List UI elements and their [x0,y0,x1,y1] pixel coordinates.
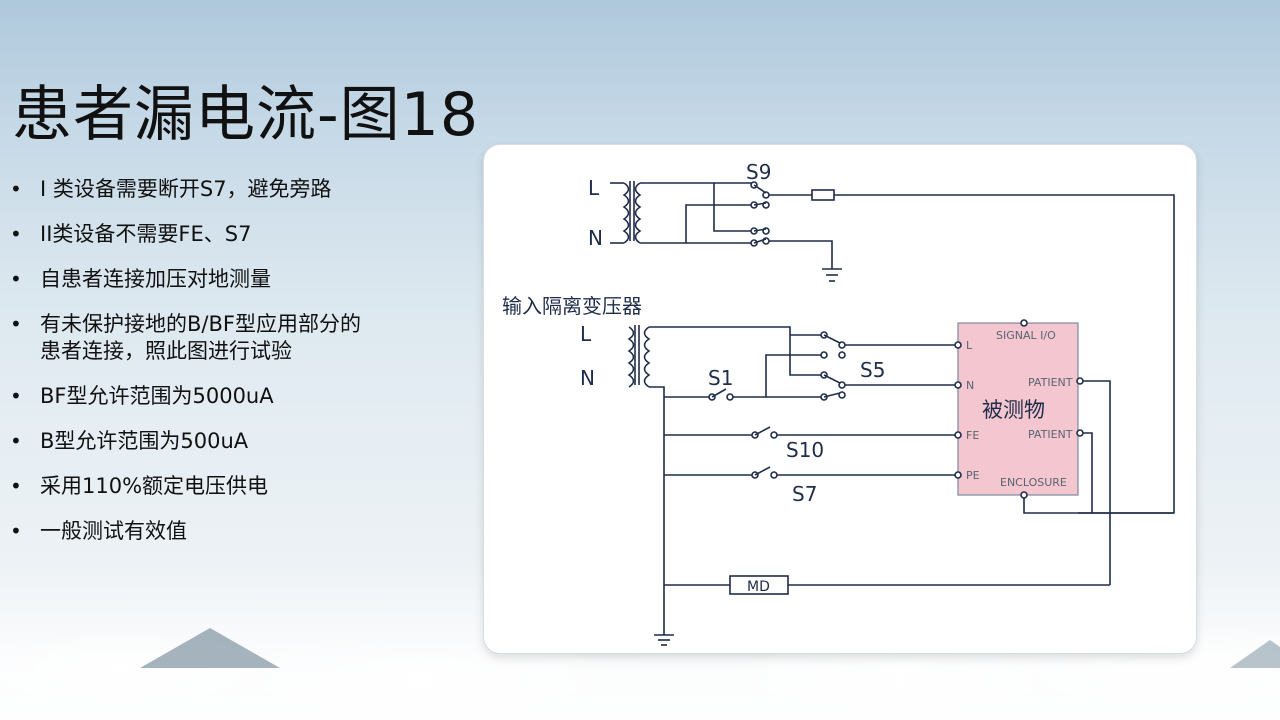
bullet-list: • I 类设备需要断开S7，避免旁路 • II类设备不需要FE、S7 • 自患者连接加… [10,176,470,563]
s9-label: S9 [746,160,771,184]
bullet-item: • 自患者连接加压对地测量 [10,266,470,293]
bullet-item: • 有未保护接地的B/BF型应用部分的患者连接，照此图进行试验 [10,311,380,365]
bottom-transformer [627,325,651,388]
s7-switch [751,466,778,479]
s9-switch [750,181,770,247]
dut-box [957,322,1079,496]
top-N-label: N [588,226,603,250]
top-L-wire [640,182,752,232]
bullet-dot: • [10,177,22,201]
bullet-text: II类设备不需要FE、S7 [40,222,252,246]
circuit-diagram-card: L N S9 输入隔离变压器 [484,145,1196,653]
enclosure-terminal [1020,491,1028,499]
bullet-dot: • [10,312,22,336]
patient2-label: PATIENT [1028,428,1073,441]
dut-N-terminal [954,381,962,389]
s1-out-wire [732,354,822,398]
bullet-text: 一般测试有效值 [40,519,187,543]
patient2-terminal [1076,429,1084,437]
top-primary-coil [622,182,630,244]
pin-PE-label: PE [966,469,980,482]
signal-io-label: SIGNAL I/O [996,329,1056,342]
signal-io-terminal [1020,319,1028,327]
bullet-item: • 采用110%额定电压供电 [10,473,470,500]
s10-label: S10 [786,438,824,462]
pin-N-label: N [966,379,974,392]
bullet-item: • BF型允许范围为5000uA [10,383,470,410]
patient1-return-wire [1083,380,1111,585]
bullet-dot: • [10,429,22,453]
s5-label: S5 [860,358,885,382]
s1-label: S1 [708,366,733,390]
pin-L-label: L [966,339,973,352]
bullet-dot: • [10,222,22,246]
enclosure-return-wire [1023,498,1174,514]
dut-FE-terminal [954,431,962,439]
bottom-N-label: N [580,366,595,390]
slide-title: 患者漏电流-图18 [12,80,479,150]
s5-switch [820,331,846,401]
bullet-item: • B型允许范围为500uA [10,428,470,455]
patient1-label: PATIENT [1028,376,1073,389]
bottom-L-wire [649,326,822,376]
top-transformer [610,181,642,244]
dut-name-label: 被测物 [982,398,1045,422]
bullet-dot: • [10,519,22,543]
bottom-secondary-coil [643,326,651,388]
bullet-text: 自患者连接加压对地测量 [40,267,271,291]
top-N-wire [640,204,752,244]
bullet-text: 有未保护接地的B/BF型应用部分的患者连接，照此图进行试验 [40,312,361,363]
s1-switch [708,388,734,401]
top-secondary-coil [634,182,642,244]
mountain-peak-right [1230,640,1280,668]
top-L-label: L [588,176,600,200]
ground-drop-wire [769,240,833,269]
bottom-L-label: L [580,322,592,346]
s10-switch [751,426,778,439]
s7-label: S7 [792,482,817,506]
circuit-diagram: L N S9 输入隔离变压器 [502,160,1175,646]
bottom-ground-icon [654,634,674,646]
md-label: MD [747,579,770,595]
top-ground-icon [822,268,842,282]
bottom-N-trunk [649,386,665,585]
patient2-link-wire [1083,432,1093,513]
bullet-item: • I 类设备需要断开S7，避免旁路 [10,176,470,203]
bullet-dot: • [10,384,22,408]
bottom-primary-coil [627,326,635,388]
enclosure-label: ENCLOSURE [1000,476,1067,489]
bullet-dot: • [10,267,22,291]
fuse-icon [811,189,835,201]
bullet-dot: • [10,474,22,498]
dut-L-terminal [954,341,962,349]
bullet-text: BF型允许范围为5000uA [40,384,274,408]
dut-PE-terminal [954,471,962,479]
bullet-item: • 一般测试有效值 [10,518,470,545]
isolation-transformer-label: 输入隔离变压器 [502,294,642,318]
mountain-peak [140,628,280,668]
bullet-item: • II类设备不需要FE、S7 [10,221,470,248]
bullet-text: I 类设备需要断开S7，避免旁路 [40,177,332,201]
bullet-text: B型允许范围为500uA [40,429,249,453]
pin-FE-label: FE [966,429,979,442]
patient1-terminal [1076,377,1084,385]
bullet-text: 采用110%额定电压供电 [40,474,269,498]
